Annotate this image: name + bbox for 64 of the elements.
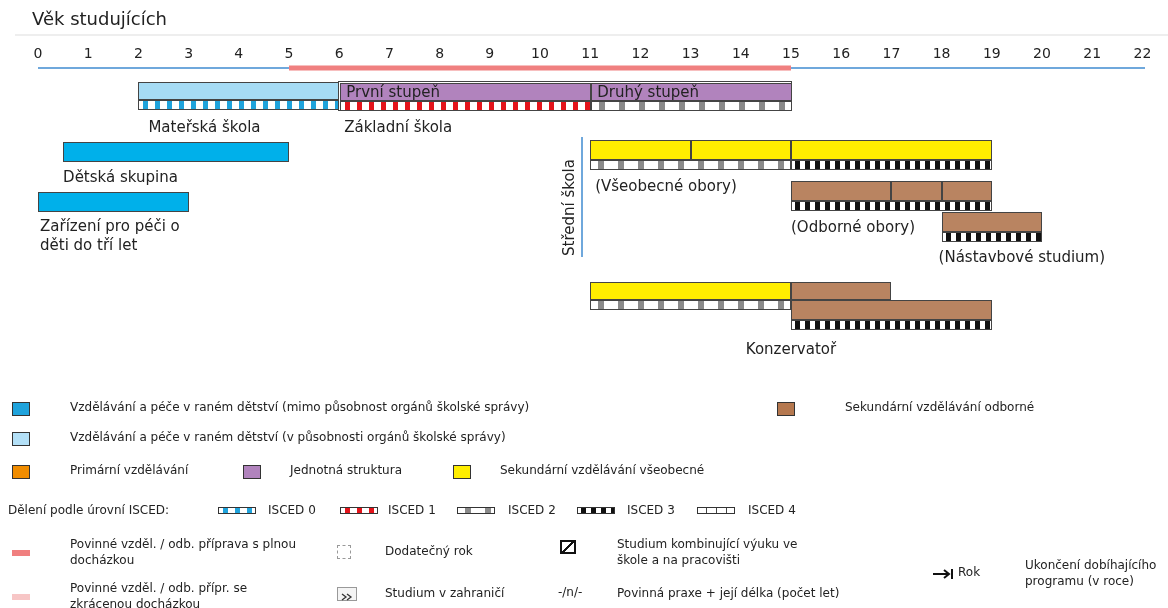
group-label: Střední škola xyxy=(560,159,578,256)
bar-label: Základní škola xyxy=(344,118,453,136)
bar-segment: Druhý stupeň xyxy=(591,83,792,101)
legend-text: ISCED 0 xyxy=(268,503,316,517)
tick-label: 20 xyxy=(1032,45,1052,61)
legend-text: ISCED 1 xyxy=(388,503,436,517)
bar-label: Dětská skupina xyxy=(63,168,178,186)
bar-segment: První stupeň xyxy=(340,83,592,101)
programme-bar xyxy=(338,81,792,111)
legend-text: Jednotná struktura xyxy=(290,463,402,477)
legend-text: Povinná praxe + její délka (počet let) xyxy=(617,586,840,600)
tick-label: 6 xyxy=(333,45,345,61)
bar-label: (Odborné obory) xyxy=(791,218,916,236)
tick-label: 9 xyxy=(484,45,496,61)
tick-label: 10 xyxy=(530,45,550,61)
tick-label: 22 xyxy=(1132,45,1153,61)
tick-label: 8 xyxy=(434,45,446,61)
legend-text: ISCED 2 xyxy=(508,503,556,517)
tick-label: 19 xyxy=(981,45,1002,61)
legend-text: Povinné vzděl. / odb. přípr. se zkrácenou docházkou xyxy=(70,580,249,608)
programme-bar xyxy=(137,81,341,111)
legend-text: Sekundární vzdělávání odborné xyxy=(845,400,1035,414)
legend-text: Vzdělávání a péče v raném dětství (mimo působnost orgánů školské správy) xyxy=(70,400,530,414)
tick-label: 14 xyxy=(730,45,751,61)
tick-label: 11 xyxy=(580,45,601,61)
programme-bar xyxy=(37,191,190,213)
tick-label: 21 xyxy=(1082,45,1103,61)
tick-label: 7 xyxy=(383,45,395,61)
tick-label: 15 xyxy=(781,45,801,61)
tick-label: 17 xyxy=(881,45,902,61)
legend-text: Povinné vzděl. / odb. příprava s plnou docházkou xyxy=(70,536,298,568)
legend-text: Sekundární vzdělávání všeobecné xyxy=(500,463,705,477)
tick-label: 4 xyxy=(233,45,245,61)
legend-text: Primární vzdělávání xyxy=(70,463,189,477)
programme-bar xyxy=(589,139,993,171)
legend-text: Vzdělávání a péče v raném dětství (v působnosti orgánů školské správy) xyxy=(70,430,506,444)
tick-label: 3 xyxy=(183,45,195,61)
legend-text: ISCED 3 xyxy=(627,503,675,517)
tick-label: 2 xyxy=(132,45,144,61)
tick-label: 12 xyxy=(630,45,651,61)
legend-text: Studium kombinující výuku ve škole a na pracovišti xyxy=(617,536,799,568)
tick-label: 5 xyxy=(283,45,295,61)
tick-label: 13 xyxy=(680,45,701,61)
programme-bar xyxy=(589,281,993,333)
tick-label: 16 xyxy=(831,45,852,61)
legend-text: Studium v zahraničí xyxy=(385,586,505,600)
programme-bar xyxy=(940,211,1043,243)
bar-label: (Nástavbové studium) xyxy=(938,248,1106,266)
legend-heading: Dělení podle úrovní ISCED: xyxy=(8,503,170,517)
legend-sample-text: Rok xyxy=(958,565,981,579)
legend-text: Ukončení dobíhajícího programu (v roce) xyxy=(1025,557,1158,589)
tick-label: 0 xyxy=(32,45,44,61)
tick-label: 1 xyxy=(82,45,94,61)
legend-sample-text: -/n/- xyxy=(558,585,583,599)
bar-label: (Všeobecné obory) xyxy=(595,177,737,195)
bar-label: Konzervatoř xyxy=(745,340,837,358)
legend-text: Dodatečný rok xyxy=(385,544,473,558)
axis-title: Věk studujících xyxy=(32,8,168,29)
legend-text: ISCED 4 xyxy=(748,503,796,517)
programme-bar xyxy=(790,180,993,212)
bar-label: Mateřská škola xyxy=(148,118,261,136)
bar-label: Zařízení pro péči o děti do tří let xyxy=(40,217,181,255)
tick-label: 18 xyxy=(931,45,952,61)
programme-bar xyxy=(62,141,290,163)
